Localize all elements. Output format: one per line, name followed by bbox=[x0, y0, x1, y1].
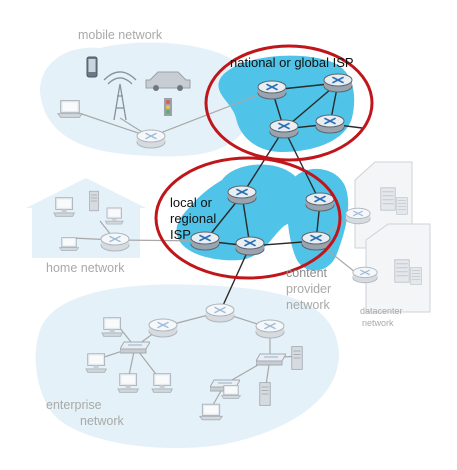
content-provider-router-icon bbox=[301, 231, 331, 251]
laptop-icon bbox=[57, 100, 83, 118]
laptop-icon bbox=[199, 403, 223, 421]
enterprise-router-icon bbox=[148, 318, 178, 338]
content-provider-router-icon bbox=[305, 192, 335, 212]
smartphone-icon bbox=[86, 56, 98, 78]
global-isp-router-icon bbox=[323, 73, 353, 93]
pc-icon bbox=[105, 207, 124, 225]
pc-icon bbox=[85, 353, 107, 373]
cell-tower-icon bbox=[103, 71, 137, 121]
global-isp-router-icon bbox=[315, 114, 345, 134]
national-isp-label: national or global ISP bbox=[230, 55, 354, 70]
laptop-icon bbox=[221, 385, 241, 399]
enterprise-router-icon bbox=[255, 319, 285, 339]
global-isp-router-icon bbox=[257, 80, 287, 100]
datacenter-label-line1: datacenter bbox=[360, 306, 403, 316]
datacenter-label-line2: network bbox=[362, 318, 394, 328]
pc-icon bbox=[151, 373, 173, 393]
local-isp-label-line1: local or bbox=[170, 195, 212, 210]
server-icon bbox=[259, 382, 271, 406]
regional-isp-router-icon bbox=[235, 236, 265, 256]
home-network-label: home network bbox=[46, 261, 125, 275]
mobile-router-icon bbox=[136, 129, 166, 149]
switch-icon bbox=[256, 353, 286, 366]
local-isp-label-line2: regional bbox=[170, 211, 217, 226]
national-isp-highlight-ring bbox=[204, 44, 374, 162]
laptop-icon bbox=[59, 237, 79, 251]
content-provider-label-line3: network bbox=[286, 298, 330, 312]
traffic-light-icon bbox=[164, 98, 172, 116]
content-provider-label-line2: provider bbox=[286, 282, 332, 296]
desktop-icon bbox=[53, 197, 75, 217]
fridge-icon bbox=[88, 190, 100, 212]
home-router-icon bbox=[100, 232, 130, 252]
content-provider-label-line1: content bbox=[286, 266, 328, 280]
datacenter-router-icon bbox=[345, 207, 371, 225]
mobile-network-label: mobile network bbox=[78, 28, 163, 42]
pc-icon bbox=[101, 317, 123, 337]
enterprise-router-icon bbox=[205, 303, 235, 323]
local-isp-label-line3: ISP bbox=[170, 227, 191, 242]
switch-icon bbox=[120, 341, 150, 354]
pc-icon bbox=[117, 373, 139, 393]
enterprise-label-line2: network bbox=[80, 414, 124, 428]
car-icon bbox=[145, 71, 191, 91]
regional-isp-router-icon bbox=[190, 231, 220, 251]
datacenter-buildings bbox=[354, 161, 431, 313]
regional-isp-router-icon bbox=[227, 185, 257, 205]
datacenter-router-icon bbox=[352, 266, 378, 284]
server-icon bbox=[291, 346, 303, 370]
global-isp-router-icon bbox=[269, 119, 299, 139]
enterprise-label-line1: enterprise bbox=[46, 398, 102, 412]
regional-isp-highlight-ring bbox=[154, 156, 342, 280]
